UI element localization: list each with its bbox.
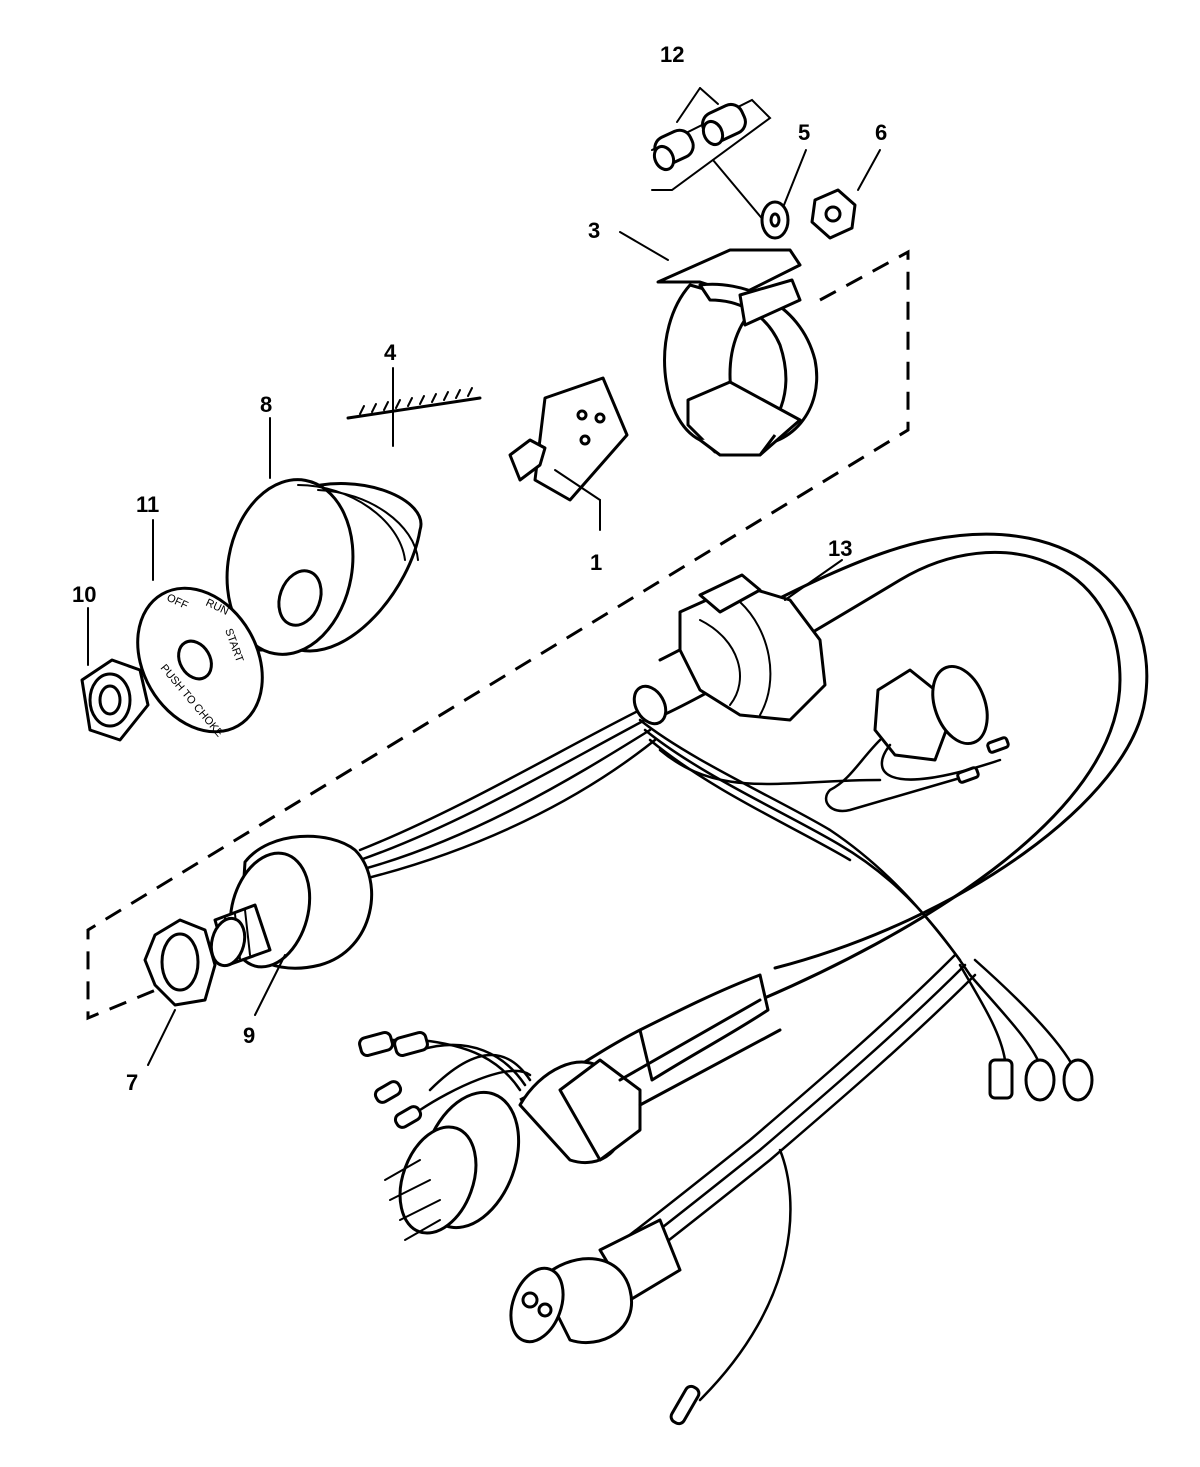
harness-tube (519, 532, 1149, 1102)
callout-4: 4 (384, 340, 397, 365)
callout-1: 1 (590, 550, 602, 575)
callout-8: 8 (260, 392, 272, 417)
harness-wires (358, 684, 972, 977)
part-13-grommet (678, 559, 843, 722)
callout-7: 7 (126, 1070, 138, 1095)
part-3-bracket (619, 231, 819, 457)
part-4-screw (346, 367, 482, 447)
lower-connector (509, 953, 977, 1426)
callout-9: 9 (243, 1023, 255, 1048)
main-connector (358, 998, 782, 1241)
part-7-lockwasher (143, 918, 217, 1066)
callout-13: 13 (828, 536, 852, 561)
callout-11: 11 (136, 492, 159, 517)
part-11-plate: OFF RUN START PUSH TO CHOKE (136, 519, 264, 739)
part-12-sleeves (651, 87, 772, 229)
callout-10: 10 (72, 582, 96, 607)
callout-12: 12 (660, 42, 684, 67)
callout-5: 5 (798, 120, 810, 145)
part-1-clip (508, 376, 629, 531)
part-5-washer (760, 149, 807, 240)
callout-3: 3 (588, 218, 600, 243)
side-connector (824, 664, 1010, 813)
callout-6: 6 (875, 120, 887, 145)
part-8-switch-body (225, 417, 423, 656)
part-10-nut (80, 607, 150, 742)
dashed-assembly-boundary (86, 249, 910, 1021)
part-6-nut (810, 149, 881, 240)
right-terminals (958, 958, 1094, 1102)
part-9-switch-housing (209, 834, 374, 1016)
